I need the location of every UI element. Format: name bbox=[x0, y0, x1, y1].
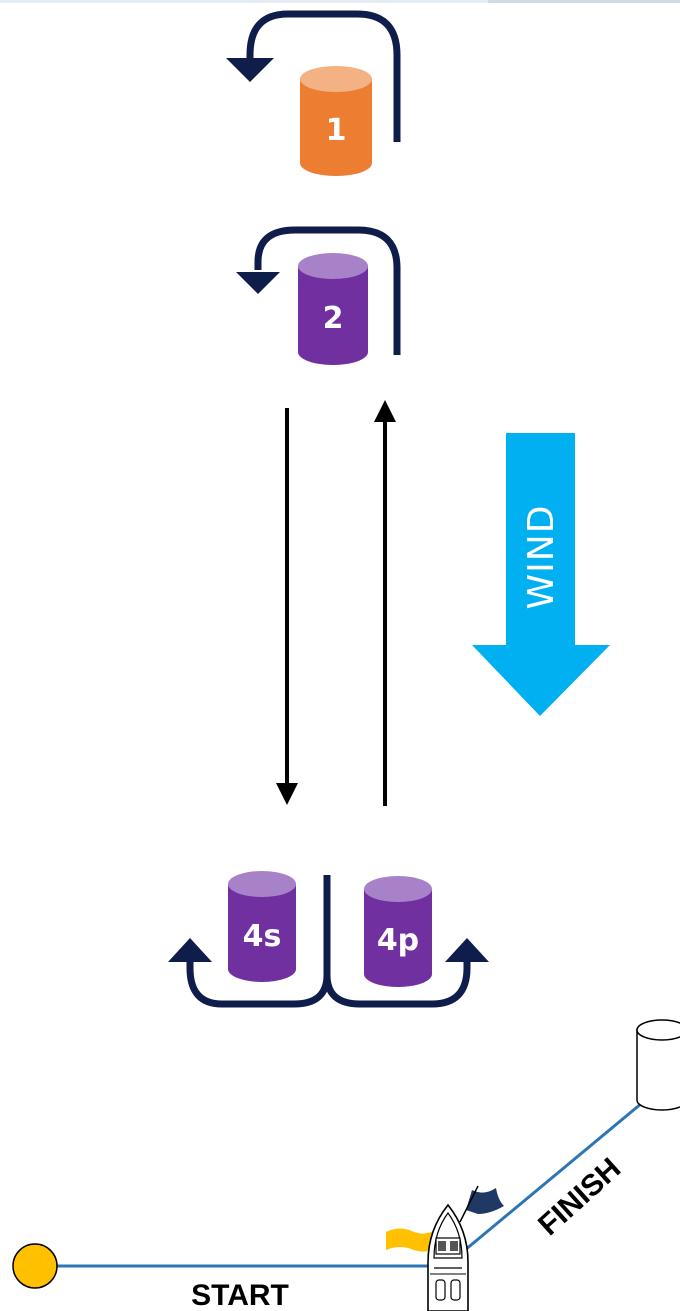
mark-2-top bbox=[298, 253, 368, 279]
yellow-flag-icon bbox=[386, 1228, 436, 1252]
mark-2-body bbox=[298, 266, 368, 365]
mark-4s: 4s bbox=[228, 871, 296, 982]
mark-4s-label: 4s bbox=[243, 919, 282, 954]
mark-4s-body bbox=[228, 884, 296, 982]
mark-4p: 4p bbox=[364, 876, 432, 987]
mark-1-top bbox=[300, 66, 372, 92]
mark-1-label: 1 bbox=[326, 113, 347, 148]
mark-4p-top bbox=[364, 876, 432, 902]
finish-label: FINISH bbox=[532, 1152, 627, 1242]
start-pin-buoy bbox=[12, 1243, 58, 1289]
mark-4p-body bbox=[364, 889, 432, 987]
mark-1-rounding-arrow bbox=[226, 10, 401, 142]
finish-line bbox=[464, 1101, 643, 1252]
top-border bbox=[0, 0, 680, 3]
navy-flag-icon bbox=[466, 1188, 504, 1214]
mark-2-label: 2 bbox=[323, 301, 344, 336]
mark-4s-top bbox=[228, 871, 296, 897]
gate-4p-rounding-arrow bbox=[323, 875, 489, 1008]
start-label: START bbox=[191, 1279, 289, 1311]
upwind-leg-arrow bbox=[374, 400, 396, 806]
mark-1: 1 bbox=[300, 66, 372, 176]
wind-label: WIND bbox=[521, 505, 562, 610]
finish-buoy bbox=[636, 1019, 680, 1111]
committee-boat-icon bbox=[386, 1185, 504, 1311]
downwind-leg-arrow bbox=[276, 408, 298, 805]
mark-2: 2 bbox=[298, 253, 368, 365]
wind-arrow: WIND bbox=[472, 433, 610, 716]
wind-arrow-shape bbox=[472, 433, 610, 716]
mark-4p-label: 4p bbox=[377, 923, 419, 958]
top-border-right bbox=[488, 0, 680, 3]
mark-1-body bbox=[300, 79, 372, 176]
mark-2-rounding-arrow bbox=[236, 226, 401, 355]
